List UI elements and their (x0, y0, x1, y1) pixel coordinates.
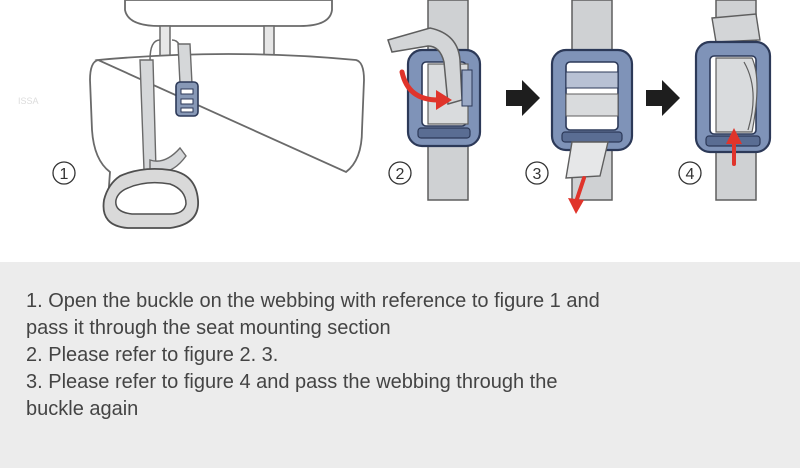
figure-1-number-circle (52, 161, 76, 185)
figure-4-number: 4 (686, 166, 695, 183)
instruction-line-1: 1. Open the buckle on the webbing with r… (26, 290, 600, 312)
figures-illustration: ISSA 1 (18, 0, 772, 229)
figure-2-number: 2 (396, 166, 405, 183)
figure-4-number-circle (678, 161, 702, 185)
step-arrow-2-to-3 (506, 80, 540, 116)
figure-panel: ISSA 1 (18, 0, 772, 229)
instruction-line-3: 2. Please refer to figure 2. 3. (26, 344, 279, 366)
figure-3-number: 3 (533, 166, 542, 183)
figure-4-rethread-buckle: 4 (678, 0, 772, 201)
svg-text:ISSA: ISSA (18, 96, 39, 106)
instruction-line-2: pass it through the seat mounting sectio… (26, 317, 391, 339)
step-arrow-3-to-4 (646, 80, 680, 116)
instructions-panel: 1. Open the buckle on the webbing with r… (0, 262, 800, 468)
figure-1-number: 1 (60, 166, 69, 183)
figure-2-open-buckle: 2 (387, 0, 482, 201)
figure-1-headrest: ISSA 1 (18, 0, 365, 229)
instruction-line-4: 3. Please refer to figure 4 and pass the… (26, 371, 558, 393)
figure-3-number-circle (525, 161, 549, 185)
instruction-line-5: buckle again (26, 398, 139, 420)
figure-3-pull-webbing: 3 (525, 0, 634, 214)
figure-2-number-circle (388, 161, 412, 185)
